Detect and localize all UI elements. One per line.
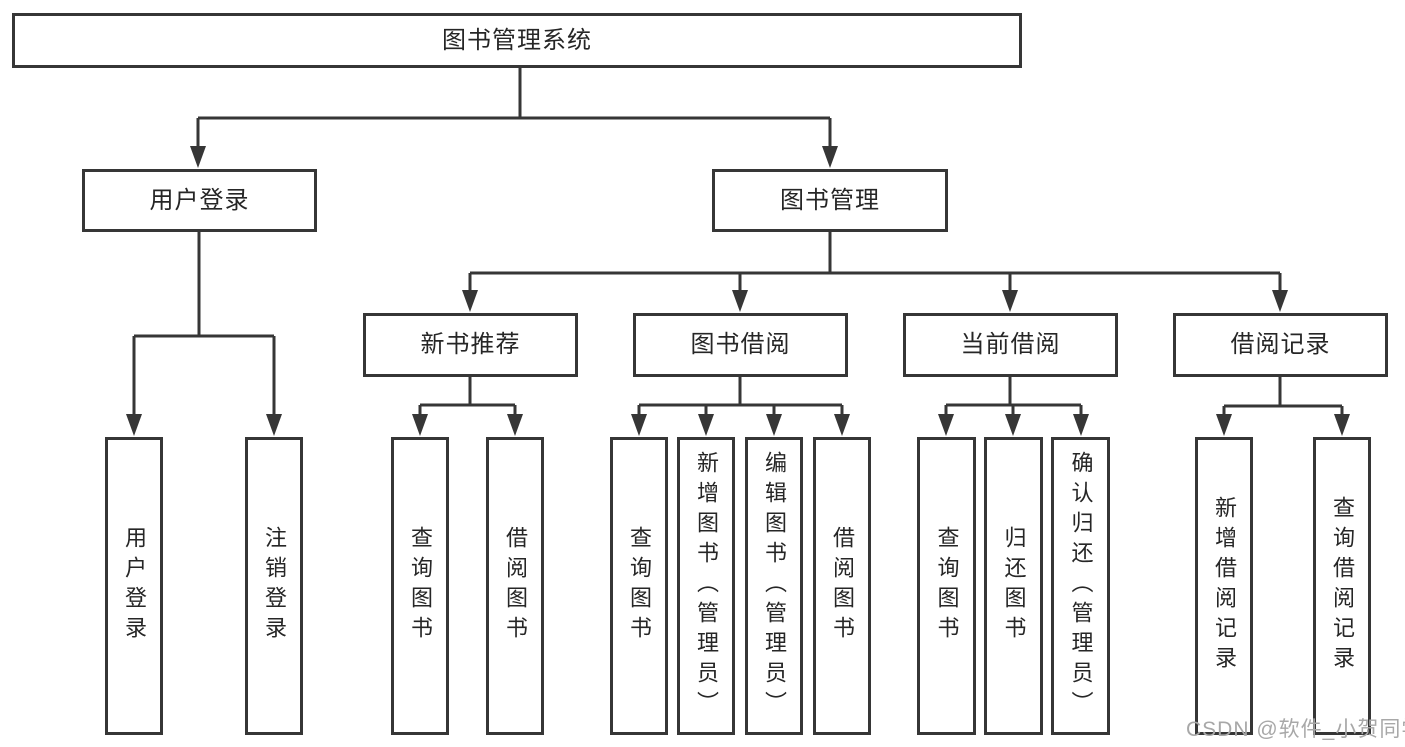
node-label: 编辑图书（管理员） bbox=[762, 451, 787, 721]
node-label: 查询图书 bbox=[408, 526, 433, 646]
node-label: 查询借阅记录 bbox=[1330, 496, 1355, 676]
leaf-query-books-current: 查询图书 bbox=[917, 437, 976, 735]
connector-segments bbox=[132, 68, 1344, 416]
leaf-confirm-return-admin: 确认归还（管理员） bbox=[1051, 437, 1110, 735]
node-label: 新增借阅记录 bbox=[1212, 496, 1237, 676]
node-label: 图书借阅 bbox=[690, 331, 791, 358]
node-label: 用户登录 bbox=[149, 186, 250, 214]
node-label: 新增图书（管理员） bbox=[694, 451, 719, 721]
leaf-user-login: 用户登录 bbox=[105, 437, 163, 735]
node-current-borrow: 当前借阅 bbox=[903, 313, 1118, 377]
leaf-return-book: 归还图书 bbox=[984, 437, 1043, 735]
node-label: 确认归还（管理员） bbox=[1068, 451, 1094, 721]
node-user-login: 用户登录 bbox=[82, 169, 317, 232]
node-root-system: 图书管理系统 bbox=[12, 13, 1022, 68]
leaf-borrow-books: 借阅图书 bbox=[813, 437, 871, 735]
arrowheads bbox=[126, 146, 1350, 436]
node-label: 查询图书 bbox=[934, 526, 960, 646]
node-borrow-record: 借阅记录 bbox=[1173, 313, 1388, 377]
node-label: 查询图书 bbox=[627, 526, 652, 646]
leaf-query-books-borrow: 查询图书 bbox=[610, 437, 668, 735]
node-book-borrow: 图书借阅 bbox=[633, 313, 848, 377]
leaf-edit-book-admin: 编辑图书（管理员） bbox=[745, 437, 803, 735]
leaf-query-borrow-record: 查询借阅记录 bbox=[1313, 437, 1371, 735]
node-label: 新书推荐 bbox=[420, 331, 521, 358]
node-label: 图书管理 bbox=[780, 186, 880, 214]
node-label: 用户登录 bbox=[122, 526, 147, 646]
leaf-add-book-admin: 新增图书（管理员） bbox=[677, 437, 735, 735]
node-label: 归还图书 bbox=[1001, 526, 1027, 646]
leaf-borrow-books-recommend: 借阅图书 bbox=[486, 437, 544, 735]
watermark: CSDN @软件_小贺同学 bbox=[1186, 718, 1405, 741]
leaf-add-borrow-record: 新增借阅记录 bbox=[1195, 437, 1253, 735]
node-label: 注销登录 bbox=[262, 526, 287, 646]
leaf-logout: 注销登录 bbox=[245, 437, 303, 735]
node-new-book-recommend: 新书推荐 bbox=[363, 313, 578, 377]
node-label: 借阅图书 bbox=[830, 526, 855, 646]
node-label: 借阅记录 bbox=[1230, 331, 1331, 358]
node-label: 借阅图书 bbox=[503, 526, 528, 646]
node-label: 图书管理系统 bbox=[442, 26, 592, 54]
leaf-query-books-recommend: 查询图书 bbox=[391, 437, 449, 735]
node-book-management: 图书管理 bbox=[712, 169, 948, 232]
node-label: 当前借阅 bbox=[960, 331, 1061, 358]
